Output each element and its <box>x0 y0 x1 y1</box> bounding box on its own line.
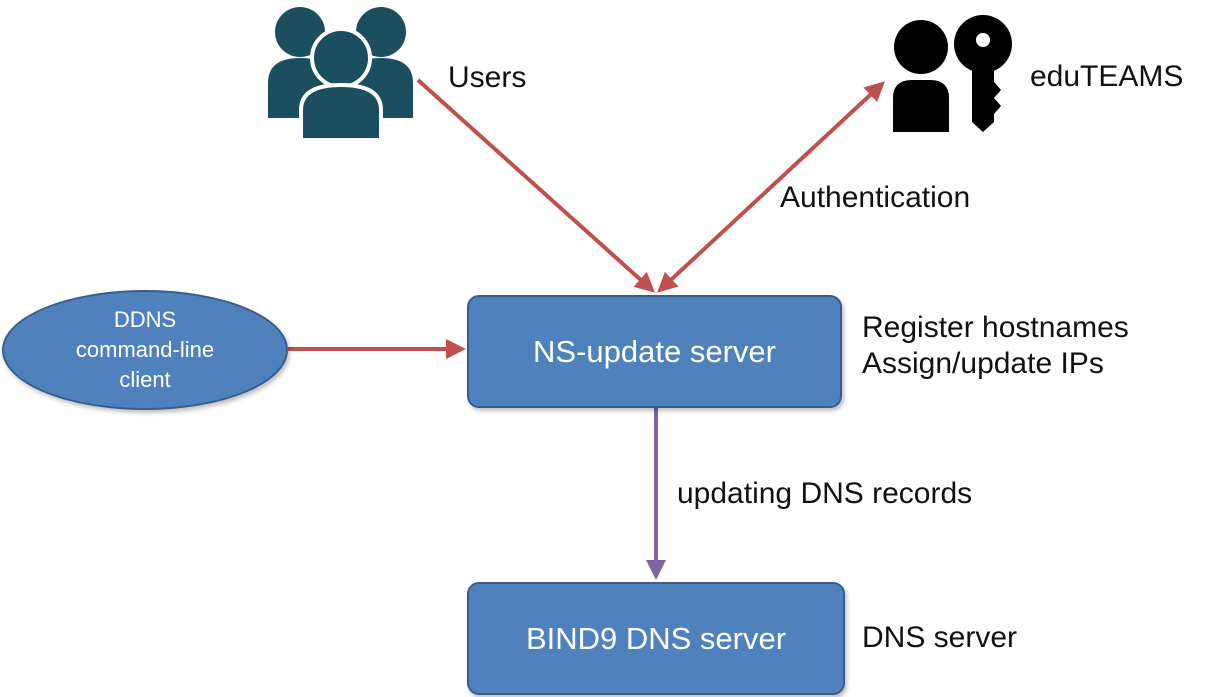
ns-update-note: Register hostnames Assign/update IPs <box>862 310 1129 382</box>
ns-update-note-line2: Assign/update IPs <box>862 347 1104 380</box>
ddns-client-node: DDNS command-line client <box>2 290 288 410</box>
authentication-label: Authentication <box>780 181 971 214</box>
users-to-ns-update-arrow <box>416 78 655 293</box>
users-group-icon <box>268 7 413 142</box>
authentication-arrow <box>657 81 885 293</box>
updating-dns-records-label: updating DNS records <box>677 477 973 510</box>
user-key-icon <box>893 15 1012 132</box>
eduteams-label: eduTEAMS <box>1030 60 1184 93</box>
users-label: Users <box>448 61 527 94</box>
bind9-dns-server-node: BIND9 DNS server <box>467 582 845 695</box>
ddns-client-line1: DDNS <box>113 307 177 332</box>
ns-update-server-node: NS-update server <box>467 295 842 408</box>
bind9-dns-server-label: BIND9 DNS server <box>525 620 787 656</box>
ddns-client-line2: command-line <box>75 337 215 362</box>
bind9-note: DNS server <box>862 621 1018 654</box>
ns-update-server-label: NS-update server <box>533 333 776 369</box>
ns-update-note-line1: Register hostnames <box>862 311 1129 344</box>
ddns-client-line3: client <box>119 367 171 392</box>
